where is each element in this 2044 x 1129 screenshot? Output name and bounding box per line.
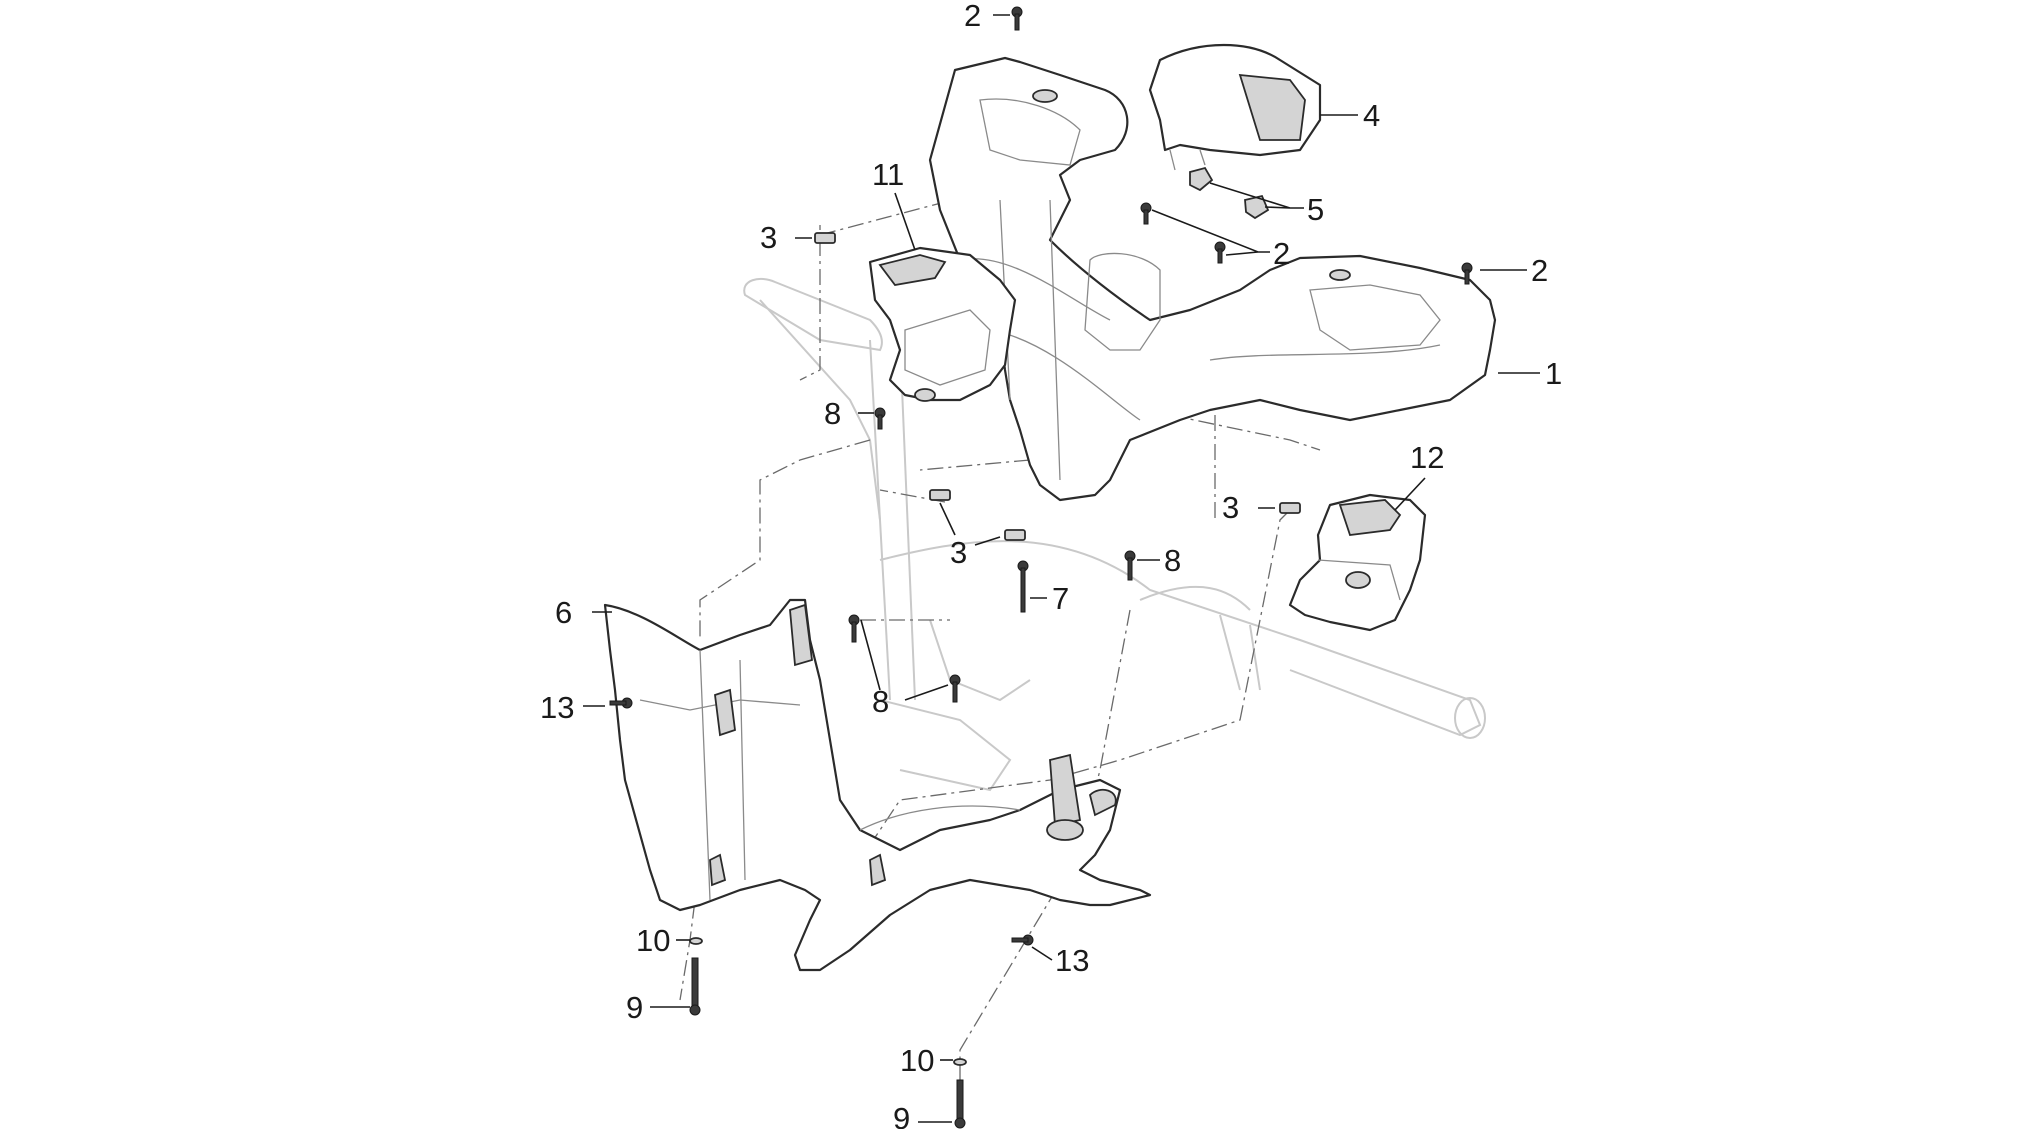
callout-6: 6 — [555, 595, 572, 630]
callout-3-center: 3 — [950, 535, 967, 570]
callout-13-left: 13 — [540, 690, 574, 725]
handlebar-frame-ghost — [743, 277, 1486, 792]
clip-3-right — [1279, 502, 1301, 514]
washer-10-bottom — [953, 1058, 967, 1066]
screw-2-mid-a — [1140, 202, 1152, 225]
callout-leaders — [583, 14, 1540, 1123]
screw-8-right — [1124, 550, 1136, 581]
callout-3-right: 3 — [1222, 490, 1239, 525]
callout-7: 7 — [1052, 581, 1069, 616]
callout-8-center: 8 — [872, 684, 889, 719]
callout-10-bottom: 10 — [900, 1043, 934, 1078]
callout-11: 11 — [872, 157, 904, 192]
clip-3-center-b — [1004, 529, 1026, 541]
callout-5: 5 — [1307, 192, 1324, 227]
callout-2-mid: 2 — [1273, 236, 1290, 271]
callout-13-right: 13 — [1055, 943, 1089, 978]
front-handlebar-cover — [603, 598, 1152, 972]
callout-12: 12 — [1410, 440, 1444, 475]
callout-10-left: 10 — [636, 923, 670, 958]
clip-3-left — [814, 232, 836, 244]
callout-1: 1 — [1545, 356, 1562, 391]
screw-8-upper — [874, 407, 886, 430]
callout-2-right: 2 — [1531, 253, 1548, 288]
callout-labels: 2 4 5 2 2 11 3 1 8 12 3 3 7 8 6 13 8 10 … — [540, 0, 1562, 1129]
rear-handlebar-cover — [928, 56, 1497, 502]
screw-13-left — [609, 697, 633, 709]
screw-7 — [1017, 560, 1029, 613]
callout-8-upper: 8 — [824, 396, 841, 431]
callout-4: 4 — [1363, 98, 1380, 133]
clip-parts — [1189, 166, 1270, 220]
screw-8-center-b — [949, 674, 961, 703]
screw-8-center-a — [848, 614, 860, 643]
callout-9-left: 9 — [626, 990, 643, 1025]
clip-3-center-a — [929, 489, 951, 501]
screw-2-mid-b — [1214, 241, 1226, 264]
washer-10-left — [689, 937, 703, 945]
screw-9-left — [689, 957, 701, 1016]
callout-2-top: 2 — [964, 0, 981, 33]
instrument-cover-part — [1148, 43, 1322, 171]
screw-9-bottom — [954, 1079, 966, 1129]
callout-8-right: 8 — [1164, 543, 1181, 578]
right-switch-housing — [1288, 493, 1427, 632]
left-switch-housing — [868, 246, 1017, 402]
screw-2-right — [1461, 262, 1473, 285]
fasteners — [609, 6, 1473, 1129]
screw-13-right — [1011, 934, 1034, 946]
screw-2-top — [1011, 6, 1023, 31]
callout-9-bottom: 9 — [893, 1101, 910, 1129]
callout-3-left: 3 — [760, 220, 777, 255]
